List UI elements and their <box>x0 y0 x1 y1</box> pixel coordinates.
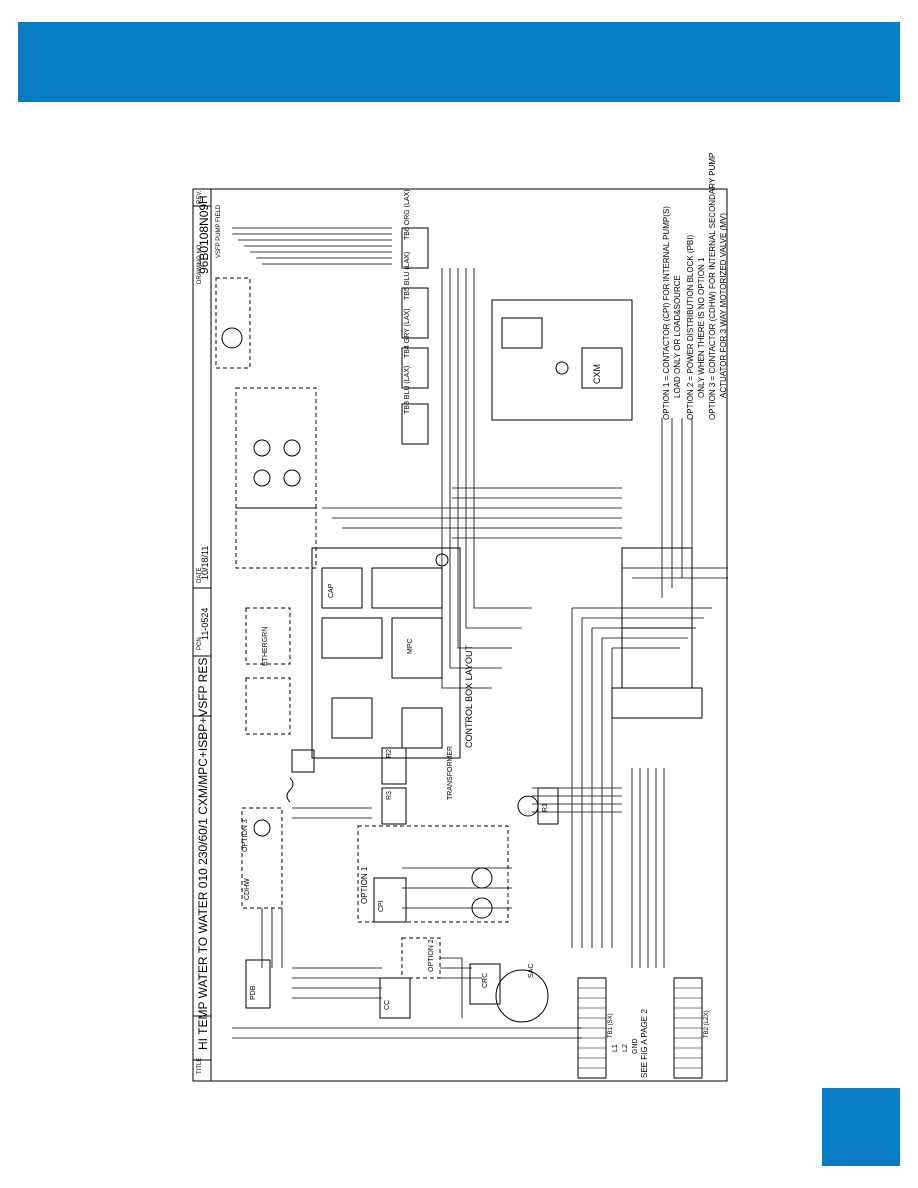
option2-label: OPTION 2 <box>428 939 435 972</box>
cxm-label: CXM <box>592 364 602 384</box>
option3-label: OPTION 3 <box>242 819 249 852</box>
l1-label: L1 <box>612 1044 619 1052</box>
wiring-diagram-sheet: TITLE HI TEMP WATER TO WATER 010 230/60/… <box>192 153 728 1082</box>
cpi-label: CPI <box>378 900 385 912</box>
tb6-label: TB6 ORG (LAX) <box>404 189 411 240</box>
tb1-label: TB1 (SX) <box>608 1013 614 1038</box>
r1-label: R1 <box>542 803 549 812</box>
r2-label: R2 <box>386 749 393 758</box>
l2-label: L2 <box>622 1044 629 1052</box>
crc-label: CRC <box>482 972 489 988</box>
drawing-number: 96B0108N09 <box>197 203 211 274</box>
note-1b: LOAD ONLY OR LOAD&SOURCE <box>673 275 682 398</box>
pcn-value: 11-0524 <box>200 607 210 640</box>
sac-label: SAC <box>528 963 535 978</box>
vsfp-field-label: VSFP PUMP FIELD <box>216 204 222 258</box>
control-box-label: CONTROL BOX LAYOUT <box>464 644 474 748</box>
cap-label: CAP <box>328 583 335 598</box>
transformer-label: TRANSFORMER <box>447 745 454 800</box>
header-banner <box>18 22 900 102</box>
note-3b: ACTUATOR FOR 3 WAY MOTORIZED VALVE (MV) <box>719 213 728 398</box>
note-1: OPTION 1 = CONTACTOR (CPI) FOR INTERNAL … <box>662 206 671 420</box>
pdb-label: PDB <box>250 985 257 1000</box>
cc-label: CC <box>384 999 391 1010</box>
wiring-diagram <box>192 188 728 1082</box>
note-3: OPTION 3 = CONTACTOR (CDHW) FOR INTERNAL… <box>708 152 717 420</box>
note-2b: ONLY WHEN THERE IS NO OPTION 1 <box>697 257 706 398</box>
title-label: TITLE <box>197 1057 203 1074</box>
ethergrn-label: ETHERGRN <box>262 626 269 666</box>
tb2-label: TB2 (LZX) <box>704 1010 710 1038</box>
gnd-label: GND <box>632 1038 639 1054</box>
tb4-label: TB4 GRY (LAX) <box>404 308 411 358</box>
option1-label: OPTION 1 <box>360 866 369 904</box>
see-fig-label: SEE FIG A PAGE 2 <box>640 1009 649 1078</box>
cdhw-label: CDHW <box>244 878 251 900</box>
revision: H <box>196 195 210 204</box>
r3-label: R3 <box>386 791 393 800</box>
mpc-label: MPC <box>407 638 414 654</box>
tb5-label: TB5 BLU (LAX) <box>404 251 411 300</box>
drawing-title: HI TEMP WATER TO WATER 010 230/60/1 CXM/… <box>196 654 210 1050</box>
tb3-label: TB3 BLU (LAX) <box>404 365 411 414</box>
date-value: 10/18/11 <box>200 545 210 580</box>
page-corner-tab <box>822 1088 900 1166</box>
note-2: OPTION 2 = POWER DISTRIBUTION BLOCK (PBI… <box>686 234 695 420</box>
